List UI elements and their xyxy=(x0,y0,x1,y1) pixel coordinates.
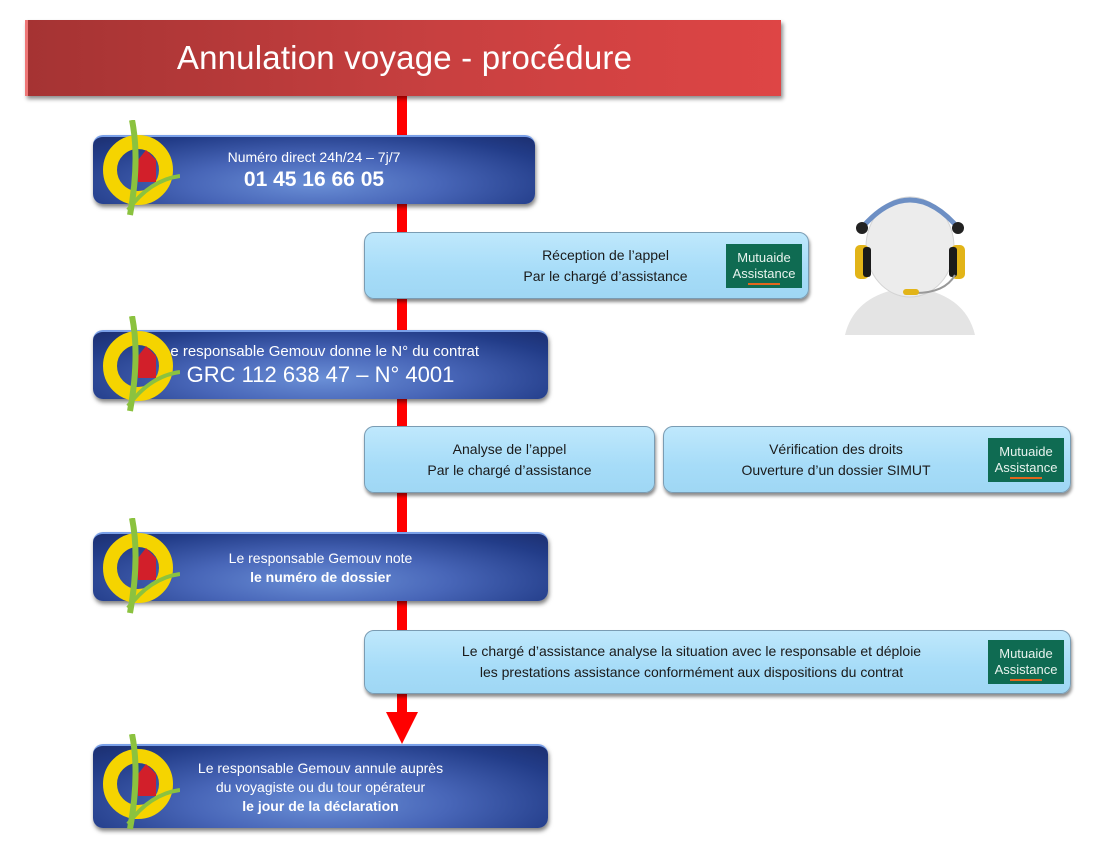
mutuaide-badge: Mutuaide Assistance xyxy=(726,243,802,288)
step-label: Le responsable Gemouv note xyxy=(228,549,413,566)
mutuaide-badge: Mutuaide Assistance xyxy=(988,640,1064,684)
badge-line2: Assistance xyxy=(994,662,1058,677)
badge-line2: Assistance xyxy=(994,459,1058,475)
step-label: Le chargé d’assistance analyse la situat… xyxy=(461,643,922,659)
gemouv-logo-icon xyxy=(103,734,180,830)
step-sublabel: les prestations assistance conformément … xyxy=(479,664,904,680)
step-label: Le responsable Gemouv donne le N° du con… xyxy=(161,343,480,360)
badge-line1: Mutuaide xyxy=(999,646,1053,661)
gemouv-logo-icon xyxy=(103,518,180,614)
headset-operator-icon xyxy=(845,196,975,335)
step-sublabel: Ouverture d’un dossier SIMUT xyxy=(741,461,931,478)
step-sublabel: le numéro de dossier xyxy=(250,568,391,585)
logo-shape xyxy=(103,120,180,216)
step-call-analysis: Analyse de l’appel Par le chargé d’assis… xyxy=(364,426,655,493)
diagram-title: Annulation voyage - procédure xyxy=(25,20,781,96)
badge-line2: Assistance xyxy=(732,265,796,281)
step-deploy-services: Le chargé d’assistance analyse la situat… xyxy=(364,630,1071,694)
connector-arrowhead xyxy=(386,712,418,744)
step-label: Analyse de l’appel xyxy=(452,440,567,457)
badge-line1: Mutuaide xyxy=(999,443,1053,459)
mutuaide-badge: Mutuaide Assistance xyxy=(988,437,1064,482)
step-rights-verification: Vérification des droits Ouverture d’un d… xyxy=(663,426,1071,493)
badge-line1: Mutuaide xyxy=(737,249,791,265)
step-deadline: le jour de la déclaration xyxy=(242,797,399,814)
connector-line xyxy=(397,96,407,714)
step-sublabel: du voyagiste ou du tour opérateur xyxy=(215,778,426,795)
phone-number: 01 45 16 66 05 xyxy=(243,168,385,191)
step-label: Numéro direct 24h/24 – 7j/7 xyxy=(227,149,401,165)
step-label: Vérification des droits xyxy=(769,440,903,457)
step-sublabel: Par le chargé d’assistance xyxy=(427,461,592,478)
step-label: Le responsable Gemouv annule auprès xyxy=(197,759,444,776)
gemouv-logo-icon xyxy=(103,120,180,216)
gemouv-logo-icon xyxy=(103,316,180,412)
contract-number: GRC 112 638 47 – N° 4001 xyxy=(186,362,455,387)
step-call-reception: Réception de l’appel Par le chargé d’ass… xyxy=(364,232,809,299)
step-sublabel: Par le chargé d’assistance xyxy=(523,267,688,284)
step-label: Réception de l’appel xyxy=(542,246,669,263)
